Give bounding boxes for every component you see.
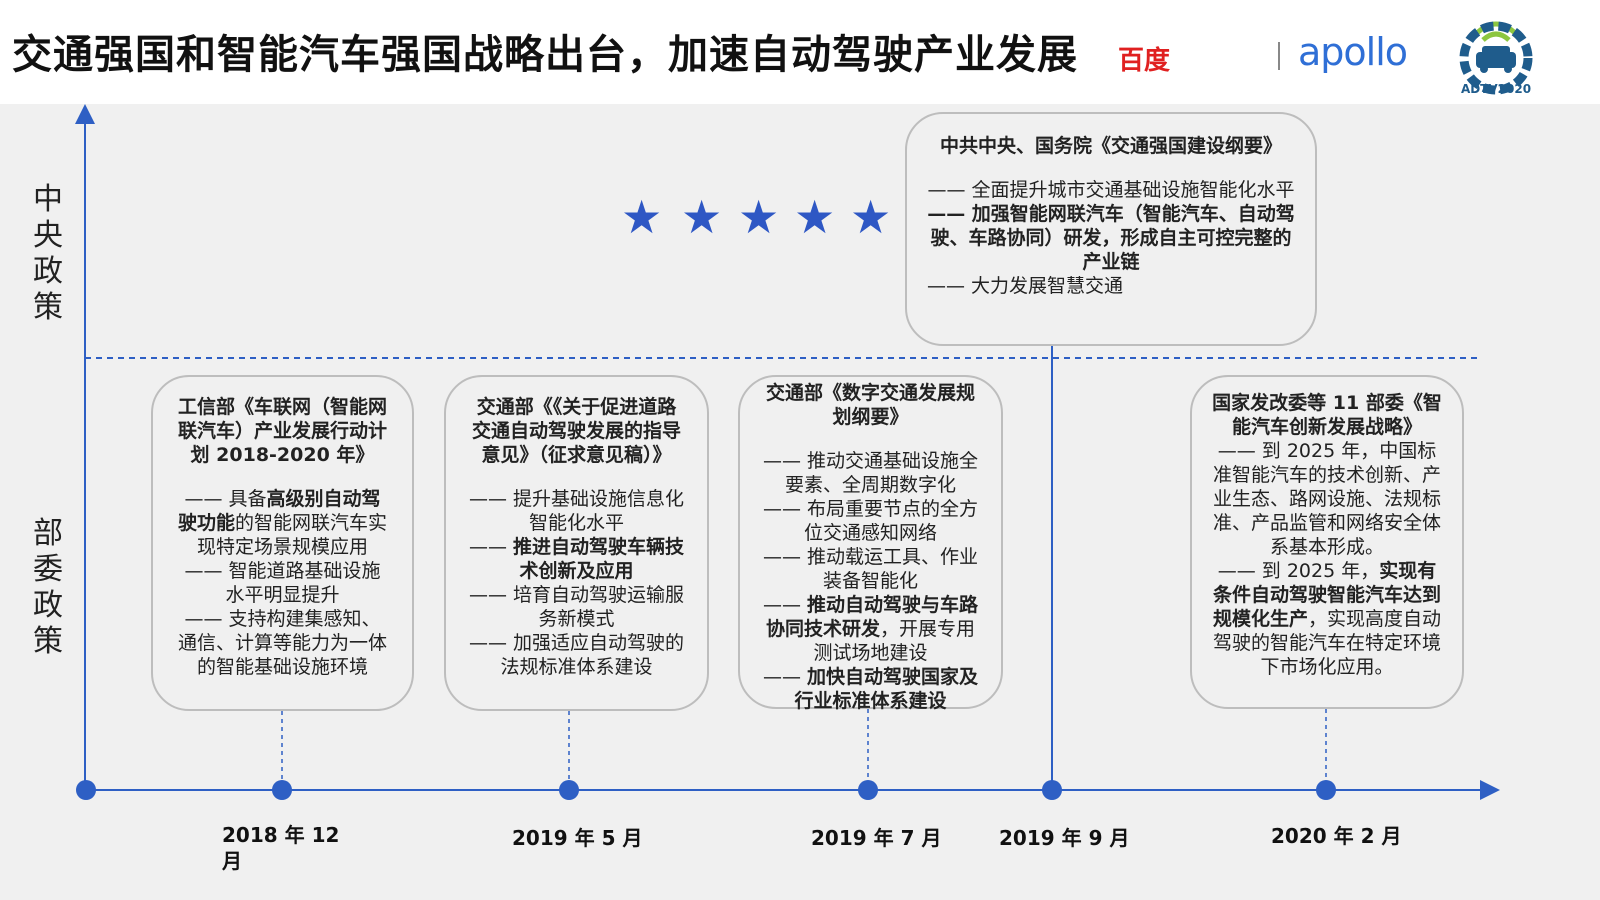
policy-line: —— 推动交通基础设施全要素、全周期数字化 [758, 449, 983, 497]
policy-box-mot-digital: 交通部《数字交通发展规划纲要》 —— 推动交通基础设施全要素、全周期数字化—— 布… [738, 375, 1003, 712]
policy-line: —— 加快自动驾驶国家及行业标准体系建设 [758, 665, 983, 713]
policy-line-text: —— [762, 594, 808, 616]
dot-2018-12 [272, 780, 292, 800]
policy-line: —— 支持构建集感知、通信、计算等能力为一体的智能基础设施环境 [175, 607, 390, 679]
star-icon: ★ [681, 190, 723, 244]
date-label: 2019 年 5 月 [512, 826, 643, 850]
star-icon: ★ [738, 190, 780, 244]
policy-box-title: 工信部《车联网（智能网联汽车）产业发展行动计划 2018-2020 年》 [177, 396, 387, 466]
policy-line-text: —— 具备 [184, 488, 267, 510]
central-policy-lines: —— 全面提升城市交通基础设施智能化水平—— 加强智能网联汽车（智能汽车、自动驾… [927, 178, 1295, 298]
policy-line-text: —— 提升基础设施信息化智能化水平 [468, 488, 685, 534]
header: 交通强国和智能汽车强国战略出台，加速自动驾驶产业发展 百度 apollo ADT… [0, 0, 1600, 104]
policy-line: —— 推动载运工具、作业装备智能化 [758, 545, 983, 593]
policy-line: —— 提升基础设施信息化智能化水平 [468, 487, 685, 535]
adtv-logo-text: ADTV2020 [1460, 82, 1532, 96]
policy-line-text: ，开展专用测试场地建设 [813, 618, 976, 664]
logo-divider [1278, 42, 1280, 70]
policy-line-text: —— 推动载运工具、作业装备智能化 [762, 546, 979, 592]
timeline-axes [75, 104, 1500, 800]
policy-line: —— 到 2025 年，实现有条件自动驾驶智能汽车达到规模化生产，实现高度自动驾… [1212, 559, 1442, 679]
star-icon: ★ [621, 190, 663, 244]
date-label: 2019 年 9 月 [999, 826, 1130, 850]
policy-line-text: 的智能网联汽车实现特定场景规模应用 [196, 512, 388, 558]
policy-line-text: —— [762, 666, 808, 688]
policy-line-text: —— 到 2025 年，中国标准智能汽车的技术创新、产业生态、路网设施、法规标准… [1212, 440, 1441, 558]
policy-line-text: —— 培育自动驾驶运输服务新模式 [468, 584, 685, 630]
policy-line: —— 培育自动驾驶运输服务新模式 [468, 583, 685, 631]
dot-2019-05 [559, 780, 579, 800]
policy-box-miit: 工信部《车联网（智能网联汽车）产业发展行动计划 2018-2020 年》 —— 具… [151, 375, 414, 711]
policy-line: —— 具备高级别自动驾驶功能的智能网联汽车实现特定场景规模应用 [175, 487, 390, 559]
policy-line-text: —— 智能道路基础设施水平明显提升 [184, 560, 381, 606]
policy-line: —— 加强智能网联汽车（智能汽车、自动驾驶、车路协同）研发，形成自主可控完整的产… [927, 203, 1295, 273]
page-title: 交通强国和智能汽车强国战略出台，加速自动驾驶产业发展 [12, 32, 1078, 78]
date-label: 2019 年 7 月 [811, 826, 942, 850]
policy-line: —— 大力发展智慧交通 [927, 275, 1124, 297]
policy-line-text: —— 布局重要节点的全方位交通感知网络 [762, 498, 979, 544]
policy-line: —— 智能道路基础设施水平明显提升 [175, 559, 390, 607]
date-label: 2020 年 2 月 [1271, 824, 1402, 848]
policy-line-highlight: 推动自动驾驶与车路协同技术研发 [765, 594, 979, 640]
policy-line-text: ，实现高度自动驾驶的智能汽车在特定环境下市场化应用。 [1212, 608, 1442, 678]
policy-box-title: 交通部《数字交通发展规划纲要》 [765, 382, 975, 428]
central-policy-label: 中央政策 [33, 182, 63, 325]
origin-dot [76, 780, 96, 800]
policy-box-title: 国家发改委等 11 部委《智能汽车创新发展战略》 [1212, 392, 1442, 438]
policy-line: —— 全面提升城市交通基础设施智能化水平 [927, 179, 1295, 201]
policy-line-highlight: 推进自动驾驶车辆技术创新及应用 [513, 536, 685, 582]
central-policy-title: 中共中央、国务院《交通强国建设纲要》 [939, 135, 1282, 157]
dot-2019-09 [1042, 780, 1062, 800]
central-policy-box: 中共中央、国务院《交通强国建设纲要》 —— 全面提升城市交通基础设施智能化水平—… [905, 112, 1317, 346]
timeline-panel: 中央政策 部委政策 ★ ★ ★ ★ ★ 中共中央、国务院《交通强国建设纲要》 —… [0, 104, 1600, 900]
policy-line-text: —— 到 2025 年， [1217, 560, 1380, 582]
dot-2020-02 [1316, 780, 1336, 800]
policy-line-text: —— [468, 536, 514, 558]
policy-line: —— 推进自动驾驶车辆技术创新及应用 [468, 535, 685, 583]
policy-line-highlight: 高级别自动驾驶功能 [177, 488, 381, 534]
policy-line-text: —— 推动交通基础设施全要素、全周期数字化 [762, 450, 979, 496]
policy-line: —— 到 2025 年，中国标准智能汽车的技术创新、产业生态、路网设施、法规标准… [1212, 439, 1442, 559]
policy-line-highlight: 实现有条件自动驾驶智能汽车达到规模化生产 [1212, 560, 1441, 630]
star-icon: ★ [850, 190, 892, 244]
policy-line: —— 布局重要节点的全方位交通感知网络 [758, 497, 983, 545]
policy-line: —— 加强适应自动驾驶的法规标准体系建设 [468, 631, 685, 679]
policy-line-text: —— 支持构建集感知、通信、计算等能力为一体的智能基础设施环境 [177, 608, 387, 678]
baidu-logo: 百度 [1118, 46, 1171, 76]
policy-line-text: —— 加强适应自动驾驶的法规标准体系建设 [468, 632, 685, 678]
policy-line: —— 推动自动驾驶与车路协同技术研发，开展专用测试场地建设 [758, 593, 983, 665]
policy-box-ndrc: 国家发改委等 11 部委《智能汽车创新发展战略》—— 到 2025 年，中国标准… [1190, 375, 1464, 709]
policy-box-mot-guidance: 交通部《《关于促进道路交通自动驾驶发展的指导意见》（征求意见稿）》 —— 提升基础… [444, 375, 709, 711]
star-icon: ★ [794, 190, 836, 244]
policy-box-title: 交通部《《关于促进道路交通自动驾驶发展的指导意见》（征求意见稿）》 [471, 396, 681, 466]
apollo-logo: apollo [1298, 30, 1408, 74]
adtv-gear-car-icon [1459, 21, 1533, 95]
dot-2019-07 [858, 780, 878, 800]
ministry-policy-label: 部委政策 [33, 516, 63, 659]
policy-line-highlight: 加快自动驾驶国家及行业标准体系建设 [794, 666, 979, 712]
date-label: 2018 年 12 月 [222, 823, 340, 873]
